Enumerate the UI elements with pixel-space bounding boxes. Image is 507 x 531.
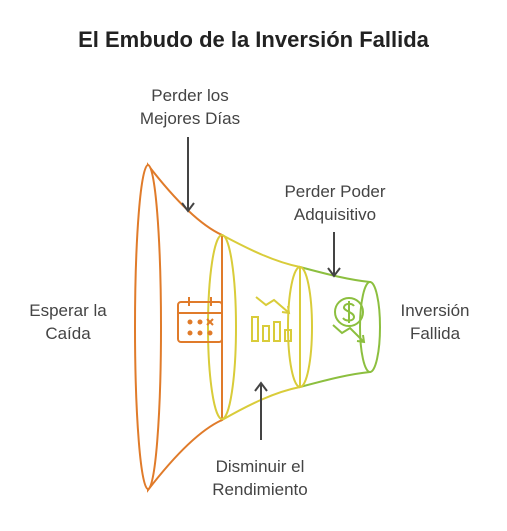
arrow-perder-dias (181, 137, 195, 213)
funnel-end-rim (359, 281, 381, 373)
label-esperar: Esperar la Caída (29, 301, 107, 343)
funnel-rim-2 (287, 266, 313, 388)
label-inversion: Inversión Fallida (400, 301, 470, 343)
label-perder-dias: Perder los Mejores Días (139, 86, 241, 128)
calendar-icon (177, 297, 223, 343)
diagram-title: El Embudo de la Inversión Fallida (78, 27, 429, 52)
funnel-rim-1 (207, 234, 237, 420)
funnel-mouth (134, 164, 162, 490)
arrow-disminuir (254, 381, 268, 440)
label-disminuir: Disminuir el Rendimiento (212, 457, 308, 499)
label-perder-poder: Perder Poder Adquisitivo (284, 182, 386, 224)
dollar-loss-icon (332, 297, 366, 344)
arrow-perder-poder (327, 232, 341, 278)
declining-chart-icon (251, 296, 292, 342)
